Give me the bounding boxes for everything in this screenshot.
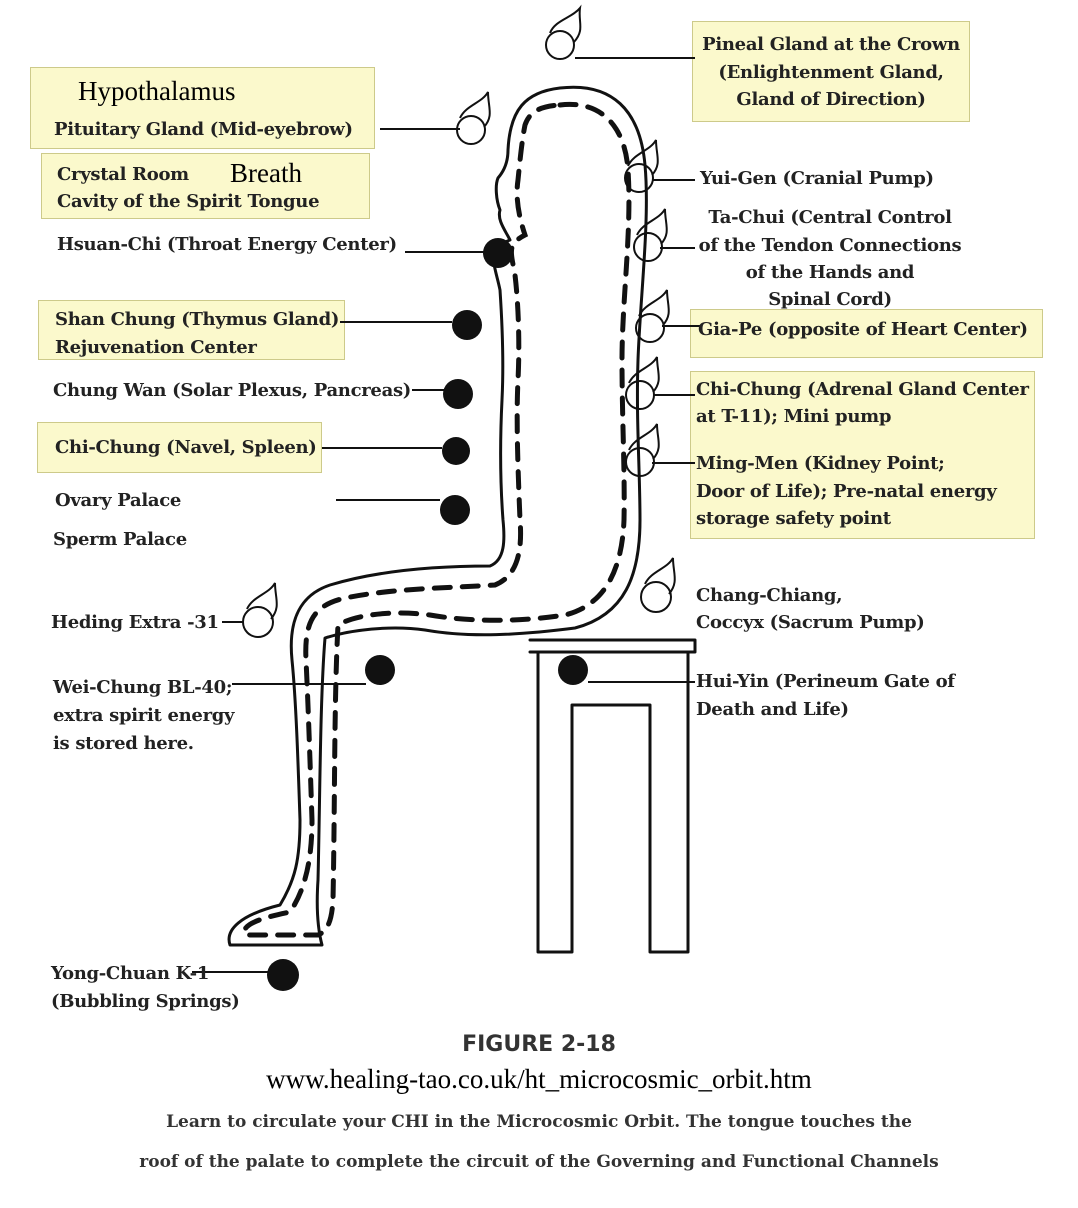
point-throat	[483, 238, 513, 268]
label-ming-men-3: storage safety point	[696, 508, 891, 529]
label-hsuan-chi: Hsuan-Chi (Throat Energy Center)	[57, 234, 397, 255]
label-yui-gen: Yui-Gen (Cranial Pump)	[700, 168, 934, 189]
highlight-box-pineal	[692, 21, 970, 122]
label-chi-chung-navel: Chi-Chung (Navel, Spleen)	[55, 437, 317, 458]
highlight-box-gia-pe	[690, 309, 1043, 358]
label-cavity: Cavity of the Spirit Tongue	[57, 191, 320, 212]
label-hui-yin-1: Hui-Yin (Perineum Gate of	[696, 671, 955, 692]
label-shan-chung-1: Shan Chung (Thymus Gland)	[55, 309, 340, 330]
label-wei-chung-2: extra spirit energy	[53, 705, 235, 726]
label-ming-men-2: Door of Life); Pre-natal energy	[696, 481, 997, 502]
label-pineal-1: Pineal Gland at the Crown	[702, 34, 960, 55]
point-navel	[442, 437, 470, 465]
point-yong-chuan	[267, 959, 299, 991]
highlight-box-pituitary	[30, 67, 375, 149]
label-crystal-room: Crystal Room	[57, 164, 189, 185]
caption-line-1: Learn to circulate your CHI in the Micro…	[166, 1112, 912, 1132]
label-heding: Heding Extra -31	[51, 612, 219, 633]
point-wei-chung	[365, 655, 395, 685]
figure-title: FIGURE 2-18	[462, 1032, 616, 1057]
highlight-box-shan-chung	[38, 300, 345, 360]
label-ta-chui-1: Ta-Chui (Central Control	[708, 207, 952, 228]
flame-icon-ta-chui	[633, 208, 668, 262]
chair-leg-left	[536, 650, 690, 954]
label-ming-men-1: Ming-Men (Kidney Point;	[696, 453, 945, 474]
label-chi-chung-adrenal-1: Chi-Chung (Adrenal Gland Center	[696, 379, 1029, 400]
flame-icon-crown	[545, 4, 582, 60]
point-ovary-sperm	[440, 495, 470, 525]
label-ta-chui-4: Spinal Cord)	[768, 289, 892, 310]
flame-icon-heding	[242, 582, 278, 638]
caption-line-2: roof of the palate to complete the circu…	[139, 1152, 939, 1172]
label-hypothalamus: Hypothalamus	[78, 76, 236, 106]
label-ovary: Ovary Palace	[55, 490, 182, 511]
label-yong-chuan-2: (Bubbling Springs)	[51, 991, 240, 1012]
flame-icon-mid-eyebrow	[456, 91, 491, 145]
chair-top	[528, 638, 697, 654]
label-chang-chiang-1: Chang-Chiang,	[696, 585, 843, 606]
label-pineal-2: (Enlightenment Gland,	[718, 62, 944, 83]
highlight-box-chi-chung-navel	[37, 422, 322, 473]
label-gia-pe: Gia-Pe (opposite of Heart Center)	[698, 319, 1028, 340]
label-chung-wan: Chung Wan (Solar Plexus, Pancreas)	[53, 380, 412, 401]
label-breath: Breath	[230, 158, 302, 188]
label-sperm: Sperm Palace	[53, 529, 187, 550]
highlight-box-adrenal-ming-men	[690, 371, 1035, 539]
point-thymus	[452, 310, 482, 340]
flame-icon-ming-men	[625, 423, 660, 477]
flame-icon-coccyx	[640, 557, 676, 613]
flame-icon-cranial	[624, 139, 659, 193]
label-ta-chui-3: of the Hands and	[745, 262, 915, 283]
point-hui-yin	[558, 655, 588, 685]
label-shan-chung-2: Rejuvenation Center	[55, 337, 257, 358]
label-hui-yin-2: Death and Life)	[696, 699, 849, 720]
label-pineal-3: Gland of Direction)	[736, 89, 926, 110]
source-url: www.healing-tao.co.uk/ht_microcosmic_orb…	[266, 1064, 812, 1094]
flame-icon-gia-pe	[635, 289, 670, 343]
point-solar-plexus	[443, 379, 473, 409]
label-chi-chung-adrenal-2: at T-11); Mini pump	[696, 406, 892, 427]
label-yong-chuan-1: Yong-Chuan K-1	[51, 963, 210, 984]
body-outline	[227, 85, 648, 947]
label-wei-chung-3: is stored here.	[53, 733, 194, 754]
highlight-box-crystal-room	[41, 153, 370, 219]
label-wei-chung-1: Wei-Chung BL-40;	[53, 677, 233, 698]
flame-icon-adrenal	[625, 356, 660, 410]
label-pituitary: Pituitary Gland (Mid-eyebrow)	[54, 119, 353, 140]
label-ta-chui-2: of the Tendon Connections	[698, 235, 962, 256]
label-chang-chiang-2: Coccyx (Sacrum Pump)	[696, 612, 925, 633]
orbit-path	[241, 101, 632, 938]
